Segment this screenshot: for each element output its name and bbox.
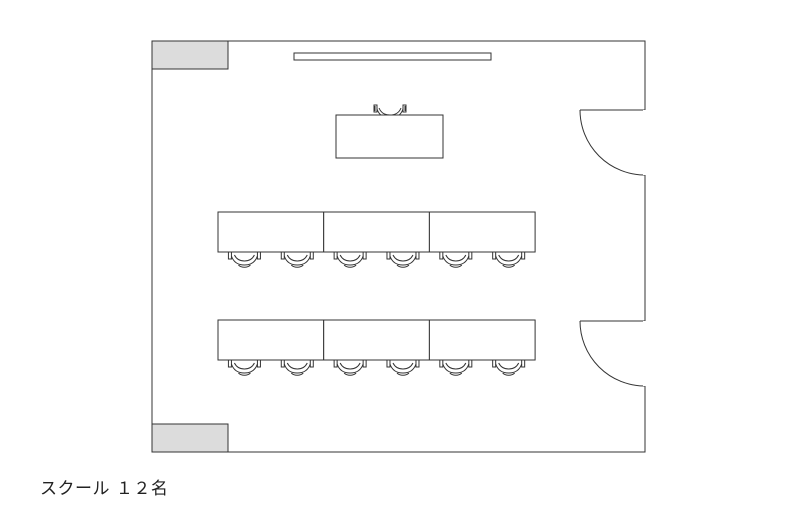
seating-rows <box>217 211 536 376</box>
chair <box>280 359 314 376</box>
chair <box>227 251 261 268</box>
whiteboard <box>293 52 492 61</box>
chair <box>386 359 420 376</box>
chair <box>333 359 367 376</box>
seating-row <box>217 211 536 268</box>
desk <box>323 211 430 253</box>
desk <box>217 211 325 253</box>
chair <box>280 251 314 268</box>
pillar-top-left <box>151 40 229 70</box>
chair <box>386 251 420 268</box>
chair <box>227 359 261 376</box>
room <box>151 40 647 453</box>
lectern <box>335 104 444 159</box>
layout-caption: スクール １２名 <box>40 479 169 499</box>
desk <box>428 319 536 361</box>
seating-row <box>217 319 536 376</box>
desk <box>217 319 325 361</box>
room-outline <box>151 40 646 453</box>
desk <box>323 319 430 361</box>
door-lower <box>579 320 647 387</box>
lectern-desk <box>335 114 444 159</box>
chair <box>333 251 367 268</box>
chair <box>439 359 473 376</box>
door-upper <box>579 109 647 176</box>
chair <box>492 359 526 376</box>
desk <box>428 211 536 253</box>
chair <box>439 251 473 268</box>
chair <box>492 251 526 268</box>
pillar-bottom-left <box>151 423 229 453</box>
